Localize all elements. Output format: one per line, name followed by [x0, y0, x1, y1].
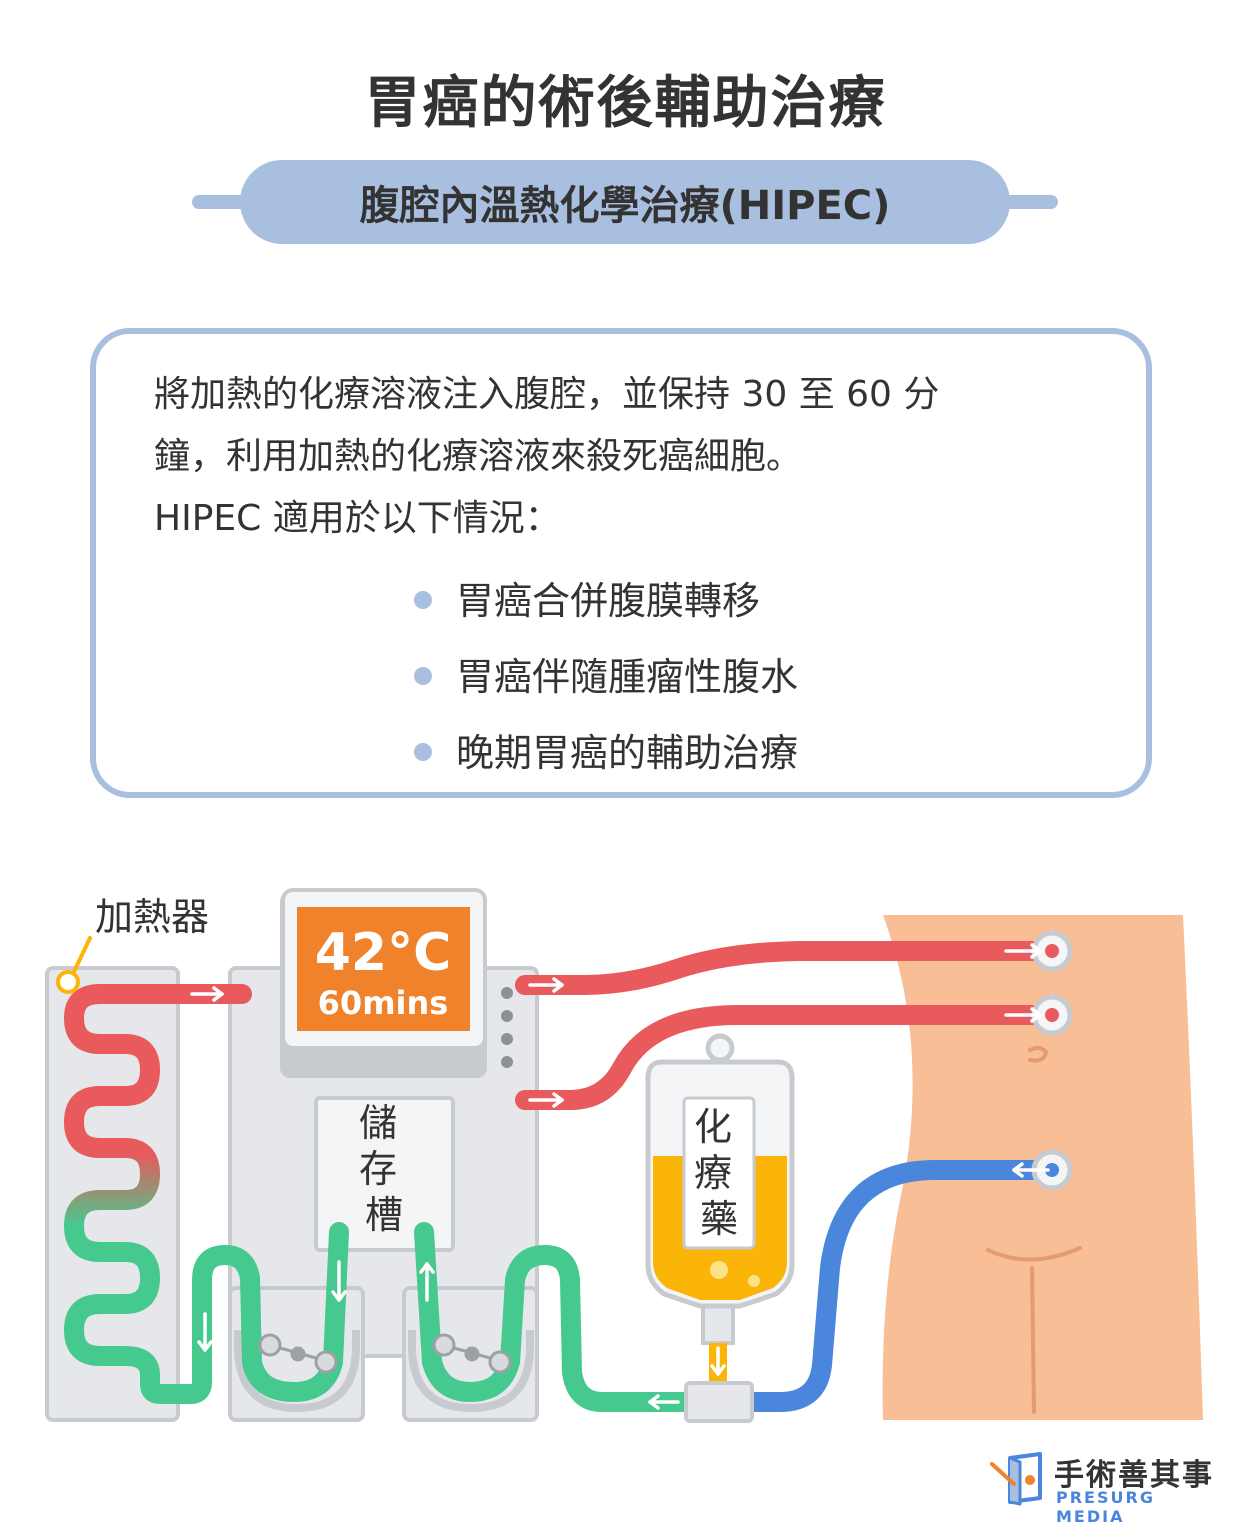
arrow-right-icon — [1004, 943, 1042, 959]
list-item: 胃癌伴隨腫瘤性腹水 — [414, 642, 798, 718]
chemo-bag-neck — [701, 1303, 735, 1345]
pump-rotor-right — [432, 1333, 512, 1374]
arrow-up-icon — [419, 1262, 435, 1302]
logo-icon — [990, 1452, 1042, 1506]
body-port-icon — [1031, 930, 1073, 972]
reservoir-label: 儲 存 槽 — [359, 1101, 409, 1237]
pump-rotor-left — [258, 1333, 338, 1374]
bullet-dot-icon — [414, 743, 432, 761]
reservoir-char-1: 儲 — [359, 1101, 397, 1145]
presurg-logo: 手術善其事 PRESURG MEDIA — [990, 1450, 1230, 1526]
arrow-left-icon — [648, 1394, 680, 1410]
heater-label-dot — [56, 970, 80, 994]
info-line: 鐘，利用加熱的化療溶液來殺死癌細胞。 — [154, 436, 803, 477]
logo-name: 手術善其事 — [1054, 1458, 1214, 1493]
bubble-icon — [748, 1275, 760, 1287]
arrow-left-icon — [1012, 1162, 1050, 1178]
info-paragraph: 將加熱的化療溶液注入腹腔，並保持 30 至 60 分 鐘，利用加熱的化療溶液來殺… — [154, 364, 1114, 550]
info-box: 將加熱的化療溶液注入腹腔，並保持 30 至 60 分 鐘，利用加熱的化療溶液來殺… — [90, 328, 1152, 798]
arrow-down-icon — [710, 1346, 726, 1376]
flow-arrows — [190, 943, 1050, 1410]
list-item: 胃癌合併腹膜轉移 — [414, 566, 798, 642]
reservoir-char-2: 存 — [359, 1147, 397, 1191]
chemo-bag-hanger — [705, 1033, 735, 1063]
outflow-tube-upper — [515, 941, 1062, 995]
arrow-down-icon — [331, 1260, 347, 1302]
info-line: HIPEC 適用於以下情況： — [154, 498, 561, 539]
arrow-right-icon — [528, 1092, 564, 1108]
chemo-char-3: 藥 — [700, 1197, 738, 1241]
bullet-dot-icon — [414, 667, 432, 685]
list-item-text: 晚期胃癌的輔助治療 — [456, 731, 799, 775]
indicator-lights — [501, 987, 513, 1068]
return-tube-right — [414, 1222, 702, 1412]
info-line: 將加熱的化療溶液注入腹腔，並保持 30 至 60 分 — [154, 374, 940, 415]
indication-list: 胃癌合併腹膜轉移 胃癌伴隨腫瘤性腹水 晚期胃癌的輔助治療 — [414, 566, 798, 794]
display-time: 60mins — [318, 984, 449, 1022]
page-title: 胃癌的術後輔助治療 — [364, 71, 887, 136]
subtitle-text: 腹腔內溫熱化學治療(HIPEC) — [359, 183, 891, 229]
chemo-label-card — [682, 1096, 756, 1250]
body-outflow-tube — [738, 1160, 1065, 1412]
arrow-down-icon — [197, 1312, 213, 1352]
arrow-right-icon — [1004, 1007, 1042, 1023]
bubble-icon — [710, 1261, 728, 1279]
pump-cup-right — [408, 1330, 534, 1413]
pump-cup-left — [234, 1330, 360, 1413]
heater-coil-tube — [64, 984, 349, 1404]
list-item: 晚期胃癌的輔助治療 — [414, 718, 798, 794]
list-item-text: 胃癌合併腹膜轉移 — [456, 579, 761, 623]
list-item-text: 胃癌伴隨腫瘤性腹水 — [456, 655, 799, 699]
outflow-tube-lower — [515, 1005, 1062, 1110]
reservoir-char-3: 槽 — [365, 1193, 403, 1237]
temperature-display — [297, 907, 470, 1031]
reservoir-tank — [314, 1096, 455, 1252]
chemo-char-1: 化 — [694, 1105, 732, 1149]
groin-line — [986, 1246, 1082, 1262]
logo-subname: PRESURG MEDIA — [1056, 1488, 1155, 1526]
chemo-char-2: 療 — [694, 1151, 732, 1195]
arrow-right-icon — [528, 977, 564, 993]
navel-icon — [1028, 1045, 1049, 1063]
display-temperature: 42°C — [315, 923, 452, 983]
subtitle-badge: 腹腔內溫熱化學治療(HIPEC) — [240, 160, 1010, 244]
groin-center-line — [1030, 1266, 1036, 1414]
arrow-right-icon — [190, 986, 224, 1002]
bullet-dot-icon — [414, 591, 432, 609]
heater-label: 加熱器 — [95, 895, 209, 939]
tube-connector — [684, 1381, 754, 1423]
chemo-label: 化 療 藥 — [694, 1105, 744, 1241]
